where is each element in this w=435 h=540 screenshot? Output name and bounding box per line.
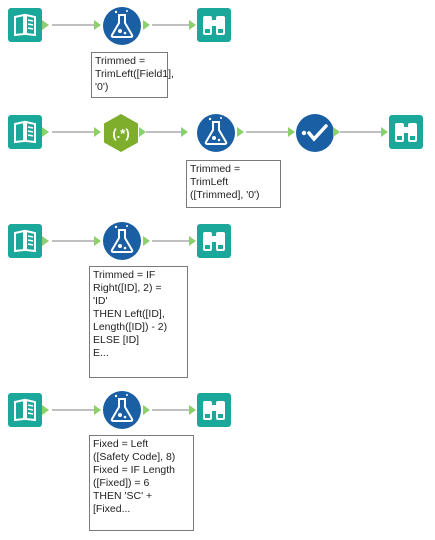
- input-anchor[interactable]: [181, 127, 188, 137]
- input-data-tool[interactable]: [8, 115, 42, 149]
- input-anchor[interactable]: [189, 236, 196, 246]
- binoculars-icon: [197, 393, 231, 427]
- book-icon: [8, 8, 42, 42]
- binoculars-icon: [197, 224, 231, 258]
- book-icon: [8, 393, 42, 427]
- output-anchor[interactable]: [143, 20, 150, 30]
- input-anchor[interactable]: [381, 127, 388, 137]
- binoculars-icon: [197, 8, 231, 42]
- flask-icon: [197, 114, 235, 152]
- flask-icon: [103, 7, 141, 45]
- output-anchor[interactable]: [333, 127, 340, 137]
- input-anchor[interactable]: [94, 236, 101, 246]
- tool-annotation: Trimmed = TrimLeft ([Trimmed], '0'): [186, 160, 281, 208]
- formula-tool[interactable]: [196, 113, 236, 153]
- formula-tool[interactable]: [102, 221, 142, 261]
- svg-text:(.*): (.*): [112, 126, 129, 141]
- flask-icon: [103, 222, 141, 260]
- input-anchor[interactable]: [288, 127, 295, 137]
- tool-annotation: Trimmed = TrimLeft([Field1], '0'): [91, 52, 174, 98]
- input-anchor[interactable]: [94, 405, 101, 415]
- flask-icon: [103, 391, 141, 429]
- checkmark-icon: [296, 114, 334, 152]
- input-data-tool[interactable]: [8, 8, 42, 42]
- input-anchor[interactable]: [94, 127, 101, 137]
- regex-tool[interactable]: (.*): [101, 113, 141, 153]
- output-anchor[interactable]: [42, 127, 49, 137]
- browse-tool[interactable]: [197, 8, 231, 42]
- output-anchor[interactable]: [42, 20, 49, 30]
- book-icon: [8, 115, 42, 149]
- output-anchor[interactable]: [237, 127, 244, 137]
- output-anchor[interactable]: [143, 405, 150, 415]
- output-anchor[interactable]: [42, 405, 49, 415]
- input-data-tool[interactable]: [8, 224, 42, 258]
- browse-tool[interactable]: [197, 224, 231, 258]
- output-anchor[interactable]: [42, 236, 49, 246]
- select-tool[interactable]: [295, 113, 335, 153]
- tool-annotation: Fixed = Left ([Safety Code], 8) Fixed = …: [89, 435, 194, 531]
- tool-annotation: Trimmed = IF Right([ID], 2) = 'ID' THEN …: [89, 266, 188, 378]
- regex-icon: (.*): [104, 114, 138, 152]
- book-icon: [8, 224, 42, 258]
- input-anchor[interactable]: [94, 20, 101, 30]
- output-anchor[interactable]: [139, 127, 146, 137]
- binoculars-icon: [389, 115, 423, 149]
- input-anchor[interactable]: [189, 20, 196, 30]
- browse-tool[interactable]: [389, 115, 423, 149]
- input-data-tool[interactable]: [8, 393, 42, 427]
- output-anchor[interactable]: [143, 236, 150, 246]
- formula-tool[interactable]: [102, 6, 142, 46]
- formula-tool[interactable]: [102, 390, 142, 430]
- input-anchor[interactable]: [189, 405, 196, 415]
- browse-tool[interactable]: [197, 393, 231, 427]
